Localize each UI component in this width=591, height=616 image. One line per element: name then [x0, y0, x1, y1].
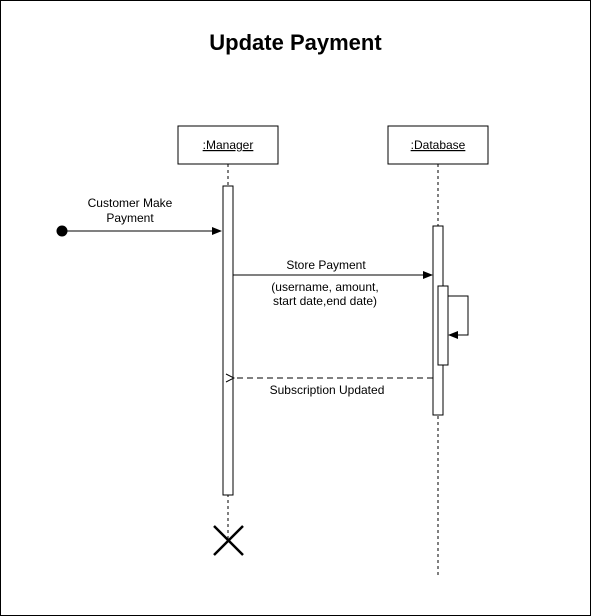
- message-store-payment-label: Store Payment: [286, 258, 366, 272]
- message-store-payment-note-line1: (username, amount,: [271, 280, 378, 294]
- lifeline-manager: :Manager: [177, 125, 279, 540]
- message-self-arrow: [448, 295, 469, 339]
- message-store-payment: Store Payment (username, amount, start d…: [233, 258, 433, 308]
- message-store-payment-note-line2: start date,end date): [273, 294, 377, 308]
- message-reply-label: Subscription Updated: [270, 383, 385, 397]
- lifeline-database: :Database: [387, 125, 489, 576]
- message-found: Customer Make Payment: [56, 196, 222, 237]
- message-reply: Subscription Updated: [234, 378, 433, 397]
- message-found-label-line2: Payment: [106, 211, 154, 225]
- activation-bar-database-nested: [437, 285, 449, 366]
- lifeline-database-label: :Database: [411, 138, 466, 152]
- message-self: [448, 295, 469, 339]
- diagram-title: Update Payment: [209, 30, 382, 55]
- lifeline-manager-label: :Manager: [203, 138, 254, 152]
- message-found-label-line1: Customer Make: [88, 196, 173, 210]
- lifeline-manager-box: [177, 125, 279, 165]
- activation-bar-manager: [222, 185, 234, 496]
- destroy-x-icon: [213, 525, 244, 556]
